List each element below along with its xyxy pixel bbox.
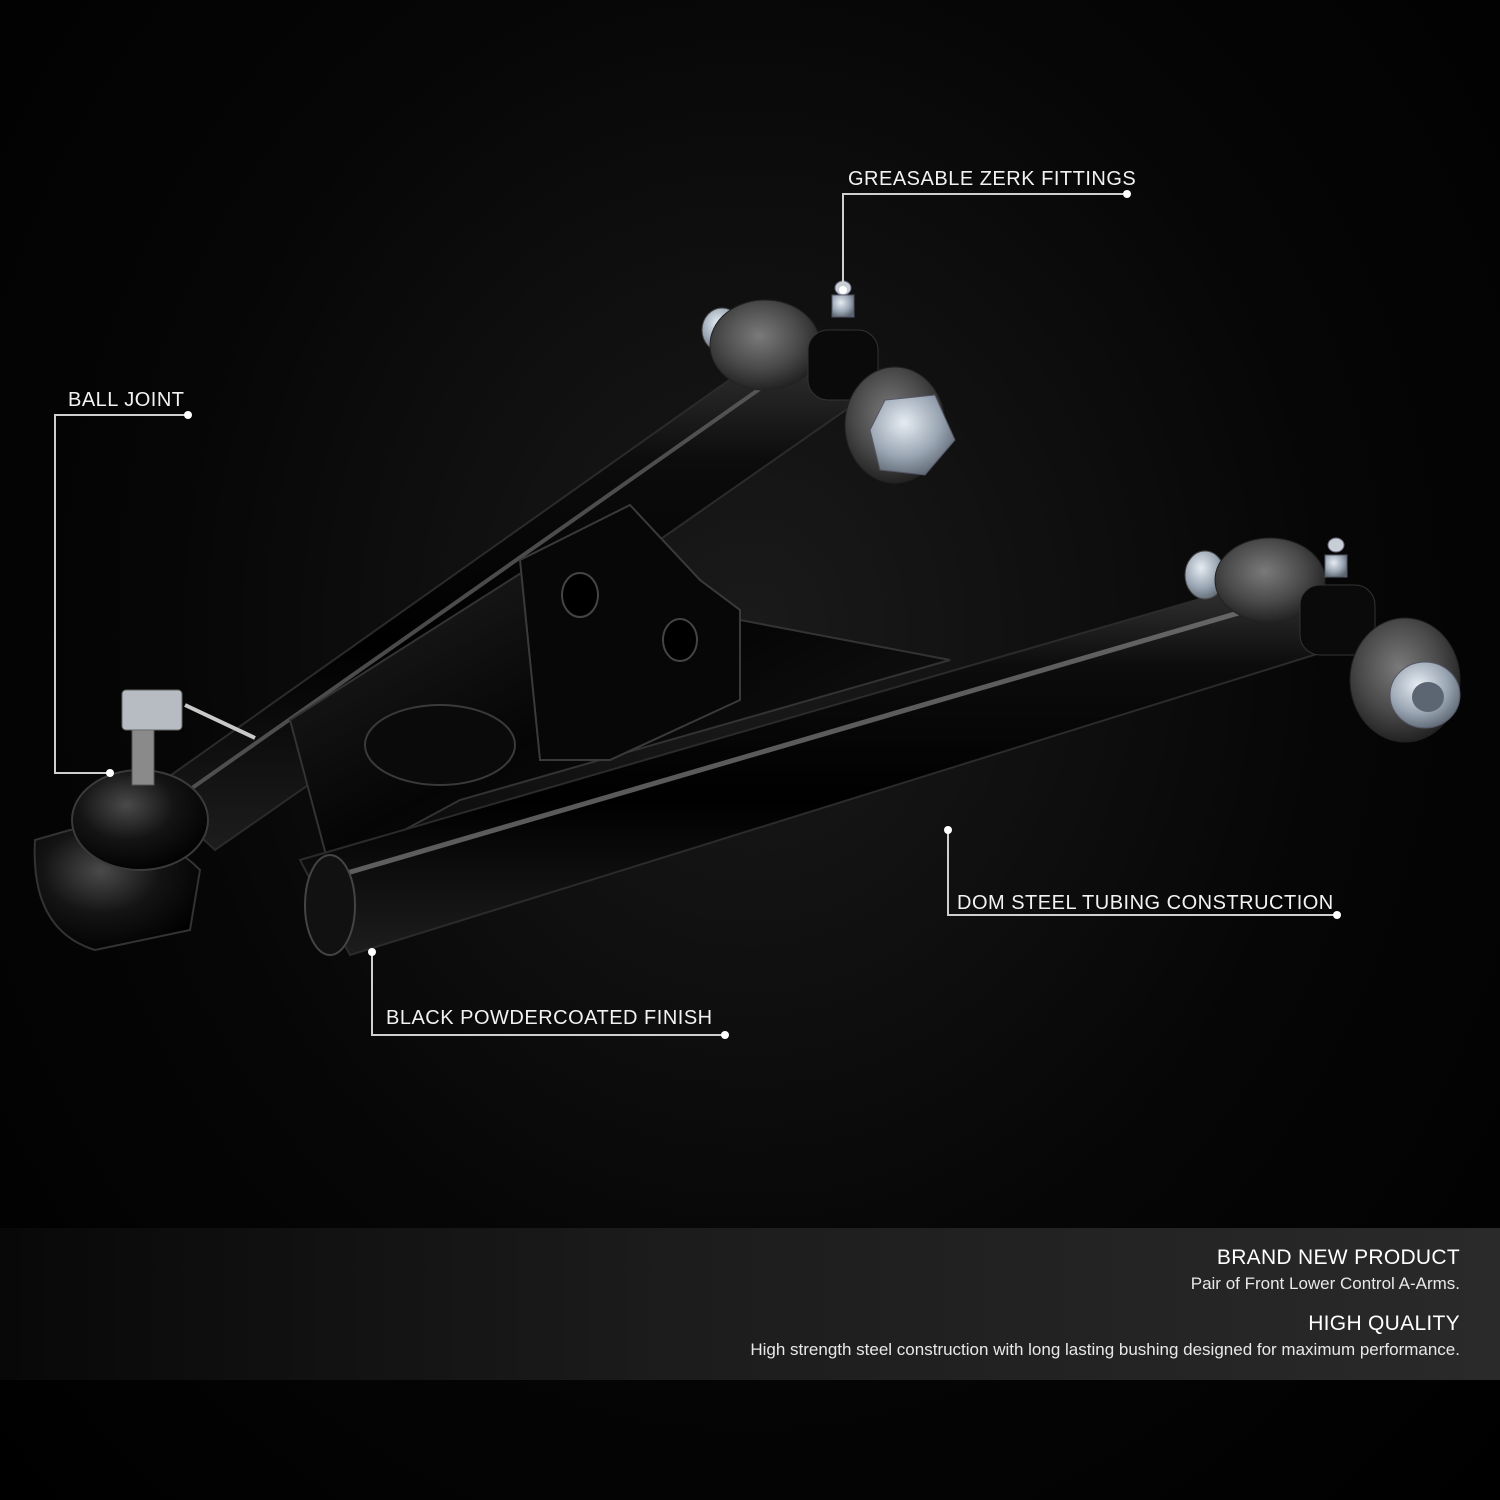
- feature-text: High strength steel construction with lo…: [750, 1340, 1460, 1359]
- callout-dot: [839, 286, 847, 294]
- feature-title: BRAND NEW PRODUCT: [1216, 1246, 1460, 1269]
- gusset-plate: [288, 503, 951, 872]
- front-tube: [298, 568, 1332, 957]
- callout-dot: [944, 826, 952, 834]
- callout-line-zerk: [842, 193, 1127, 290]
- callout-line-finish: [371, 952, 725, 1036]
- front-bushing-assembly: [1184, 537, 1461, 743]
- callout-zerk-fittings: GREASABLE ZERK FITTINGS: [848, 168, 1137, 190]
- zerk-fitting-icon: [831, 294, 855, 318]
- ball-joint: [33, 689, 256, 952]
- feature-title: HIGH QUALITY: [1308, 1312, 1460, 1335]
- feature-banner: BRAND NEW PRODUCT Pair of Front Lower Co…: [0, 1228, 1500, 1380]
- callout-line-ball-joint: [54, 414, 188, 774]
- callout-line-tubing: [947, 830, 1337, 916]
- mount-hole-icon: [561, 572, 599, 618]
- callout-dot: [1333, 911, 1341, 919]
- callout-lines: [54, 193, 1337, 1036]
- callout-dot: [1123, 190, 1131, 198]
- callout-dot: [368, 948, 376, 956]
- callout-dot: [721, 1031, 729, 1039]
- callout-dot: [106, 769, 114, 777]
- feature-brand-new: BRAND NEW PRODUCT Pair of Front Lower Co…: [1191, 1246, 1460, 1294]
- zerk-fitting-icon: [1324, 554, 1348, 578]
- callout-tubing: DOM STEEL TUBING CONSTRUCTION: [957, 892, 1334, 914]
- feature-high-quality: HIGH QUALITY High strength steel constru…: [750, 1312, 1460, 1360]
- callout-dot: [184, 411, 192, 419]
- rear-bushing-assembly: [701, 280, 956, 484]
- feature-text: Pair of Front Lower Control A-Arms.: [1190, 1274, 1460, 1293]
- callout-finish: BLACK POWDERCOATED FINISH: [386, 1007, 713, 1029]
- mount-hole-icon: [662, 618, 698, 662]
- castle-nut-icon: [121, 689, 183, 731]
- cotter-pin-icon: [184, 703, 256, 740]
- callout-ball-joint: BALL JOINT: [68, 389, 185, 411]
- callout-dots: [106, 190, 1341, 1039]
